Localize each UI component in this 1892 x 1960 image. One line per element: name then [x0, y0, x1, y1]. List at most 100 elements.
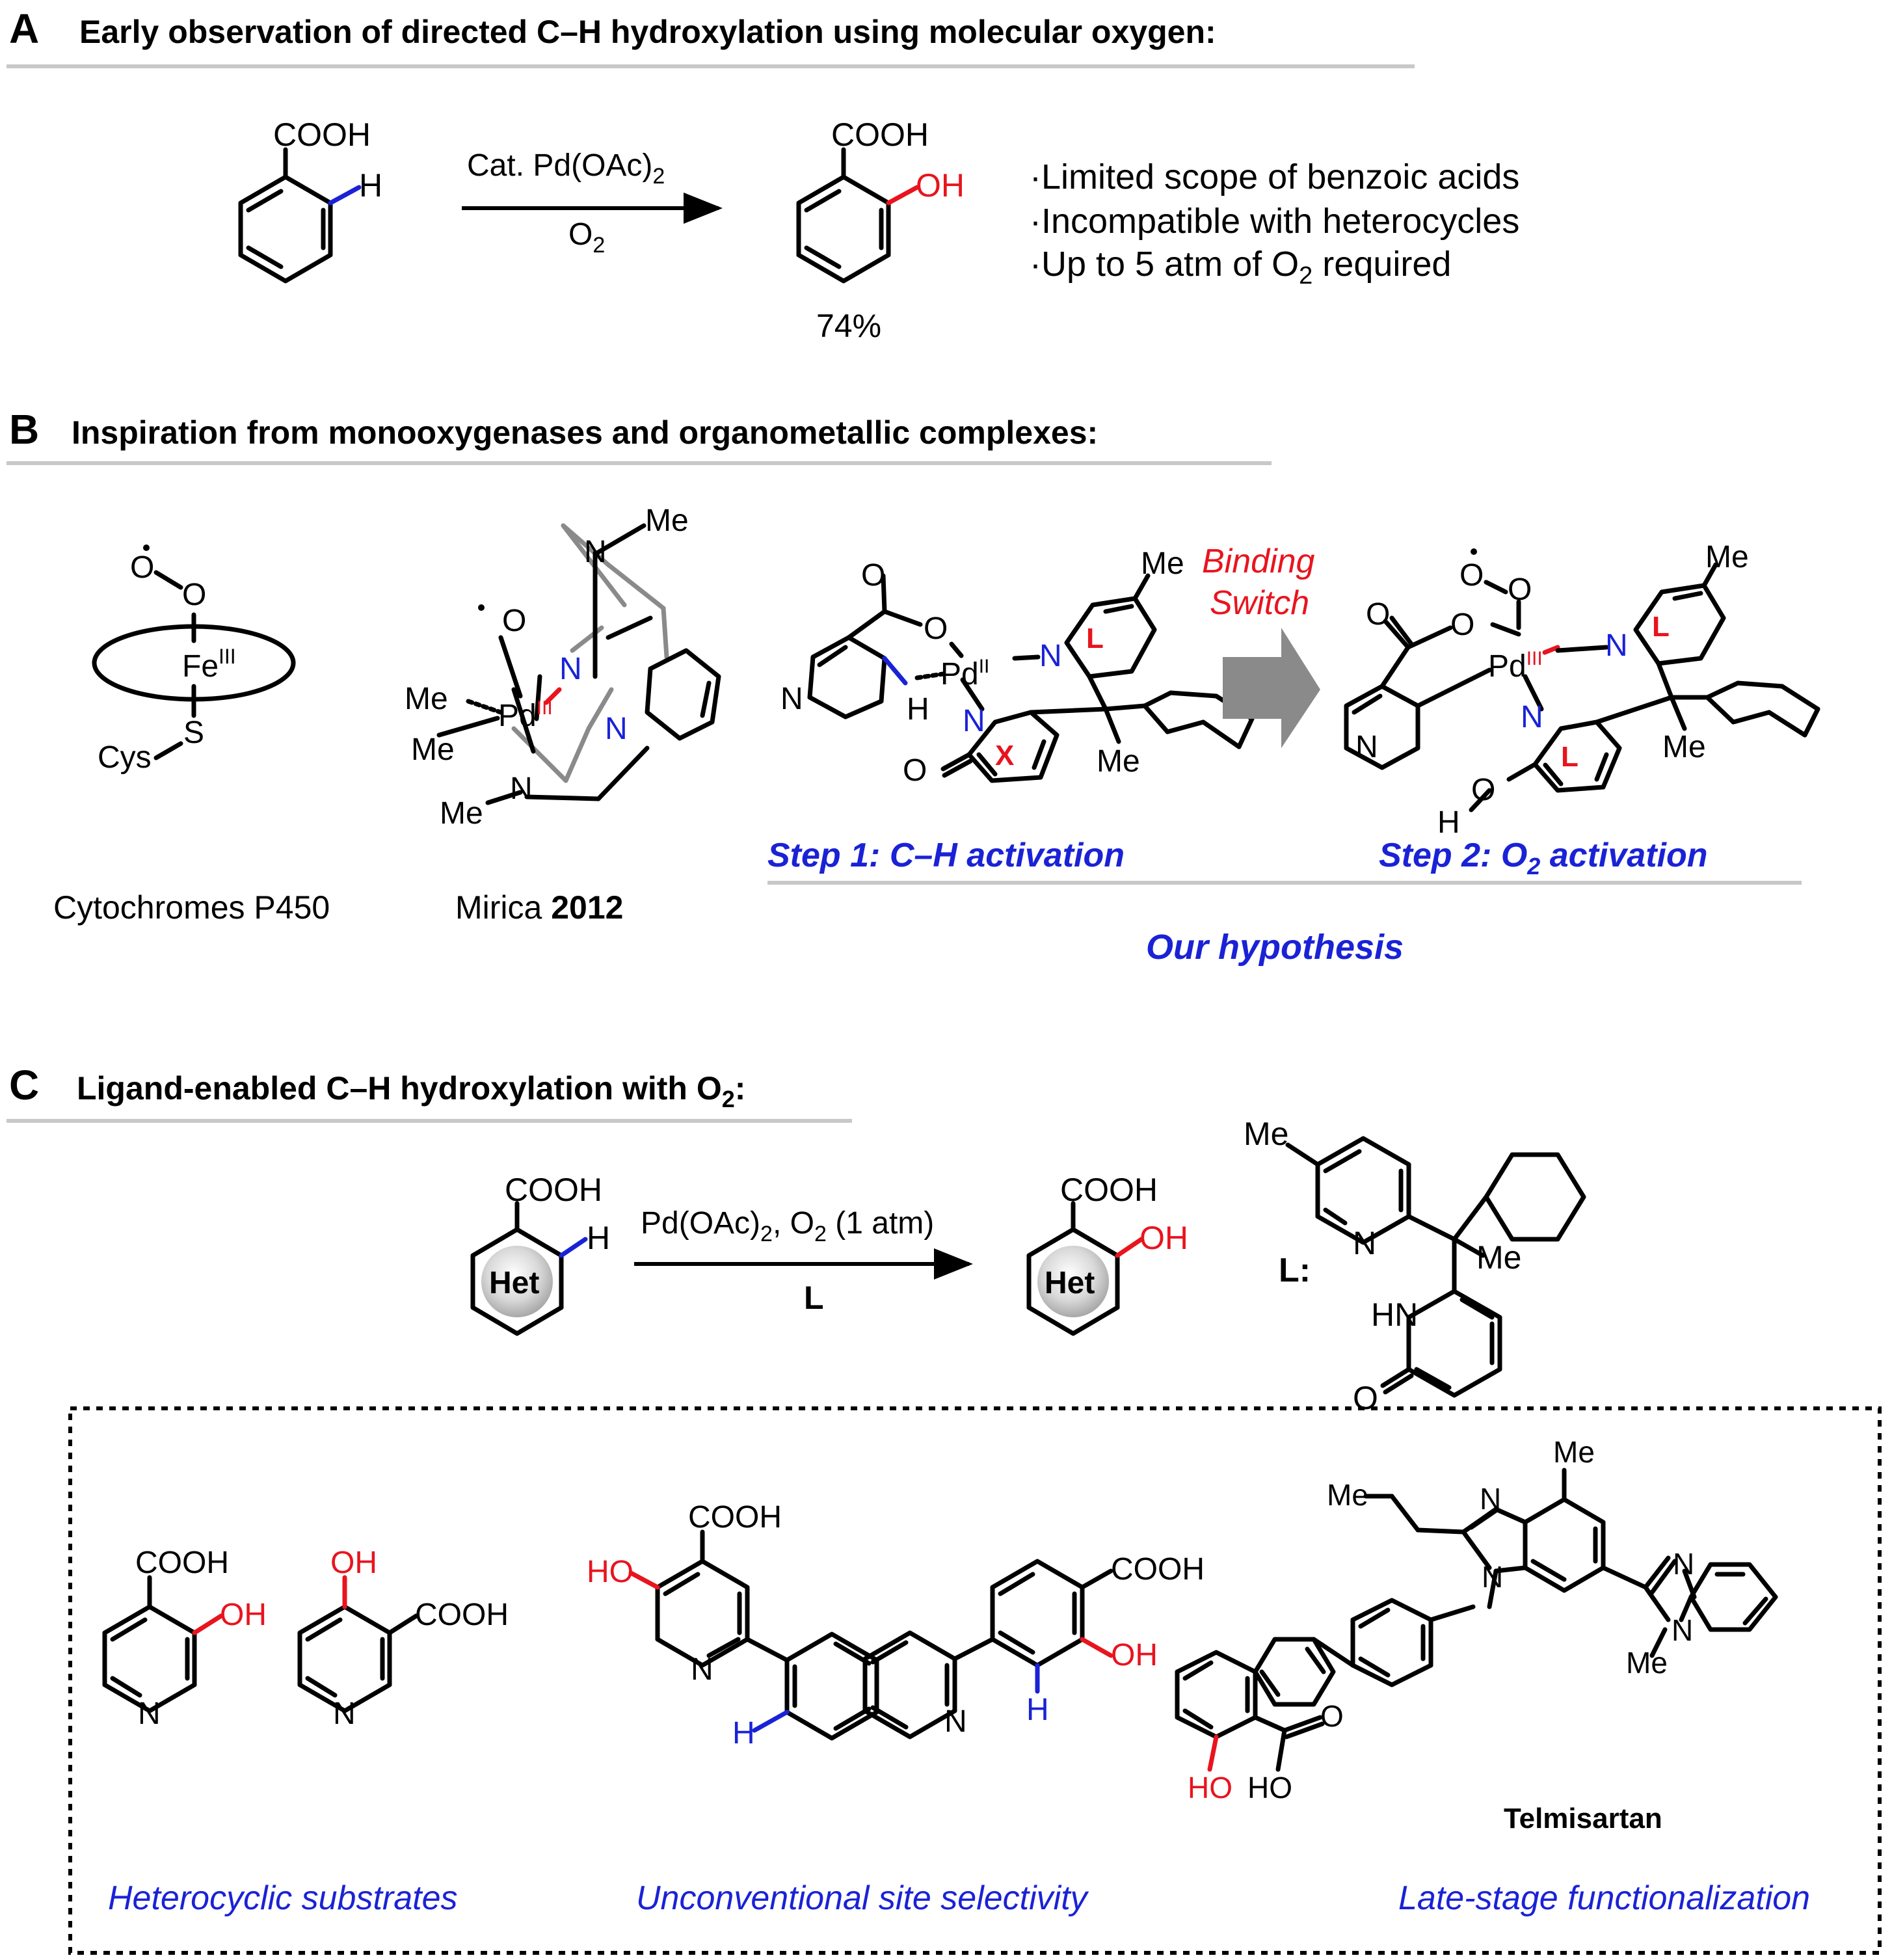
ex3-cooh: COOH [688, 1500, 782, 1535]
hypothesis-label: Our hypothesis [1146, 928, 1404, 967]
limitations-list: ·Limited scope of benzoic acids ·Incompa… [1030, 157, 1519, 289]
reagent-top-a: Cat. Pd(OAc)2 [467, 148, 665, 189]
step2-me: Me [1662, 730, 1706, 764]
mirica-complex: Me N O N Me PdIII N Me N Me Mirica 2012 [405, 503, 721, 926]
reactant-cooh: COOH [273, 116, 371, 153]
ligand-structure: Me N Me HN O L: [1244, 1116, 1586, 1416]
p450-cys: Cys [98, 740, 152, 775]
product-c-cooh: COOH [1060, 1172, 1158, 1208]
salicylic-acid: COOH OH 74% [796, 116, 965, 344]
step2-n-pyr: N [1355, 730, 1378, 764]
step2-complex: O O O O N PdIII N L Me N L O H Me Step 2… [1344, 540, 1820, 879]
step1-me: Me [1097, 744, 1140, 779]
telmi-ho2: HO [1247, 1771, 1292, 1805]
step2-n-lig: N [1605, 628, 1628, 663]
scope-box [68, 1406, 1882, 1955]
limitation-1: ·Limited scope of benzoic acids [1030, 157, 1519, 196]
ex3-n: N [691, 1652, 713, 1687]
ex1-cooh: COOH [135, 1546, 229, 1580]
step1-h: H [907, 692, 929, 727]
step2-me-top: Me [1705, 540, 1749, 574]
step2-o4: O [1450, 608, 1474, 642]
step1-o-x: O [903, 753, 927, 788]
telmi-me-top: Me [1553, 1435, 1595, 1469]
caption-site: Unconventional site selectivity [636, 1879, 1089, 1917]
telmi-me-prop: Me [1327, 1478, 1368, 1512]
mirica-n-blue2: N [605, 712, 628, 746]
example-2: OH COOH N [297, 1546, 509, 1731]
caption-heterocyclic: Heterocyclic substrates [108, 1879, 458, 1917]
telmi-ho: HO [1188, 1771, 1232, 1805]
telmi-n2: N [1482, 1560, 1503, 1594]
step1-n-lig: N [1039, 639, 1062, 673]
step1-me-top: Me [1141, 546, 1184, 581]
yield-label: 74% [816, 308, 881, 344]
p450-s: S [183, 716, 204, 750]
telmi-n4: N [1672, 1613, 1693, 1647]
step2-n-l2: N [1521, 700, 1543, 734]
mirica-caption: Mirica 2012 [455, 889, 623, 926]
section-a-title: Early observation of directed C–H hydrox… [79, 14, 1216, 50]
het-product: COOH OH Het [1026, 1172, 1188, 1336]
reactant-c-cooh: COOH [505, 1172, 602, 1208]
mirica-n-blue1: N [559, 652, 582, 686]
p450-o1: O [130, 550, 154, 585]
step1-o-bound: O [924, 611, 948, 646]
reactant-h: H [359, 167, 382, 204]
step2-pd: PdIII [1488, 648, 1543, 684]
ligand-label: L: [1279, 1252, 1311, 1289]
ligand-n-top: N [1353, 1225, 1376, 1261]
step2-o3: O [1366, 597, 1390, 632]
ex4-h: H [1026, 1693, 1049, 1727]
p450-structure: O O FeIII S Cys Cytochromes P450 [53, 544, 330, 926]
reactant-c-h: H [587, 1220, 610, 1256]
product-oh: OH [916, 167, 965, 204]
ligand-o: O [1353, 1380, 1378, 1416]
section-a: A Early observation of directed C–H hydr… [7, 5, 1519, 344]
ex2-cooh: COOH [415, 1598, 509, 1632]
telmi-n3: N [1673, 1547, 1694, 1581]
ligand-me: Me [1476, 1239, 1521, 1276]
p450-fe: FeIII [182, 645, 236, 684]
section-b-letter: B [9, 406, 39, 453]
telmi-n1: N [1480, 1482, 1501, 1516]
mirica-me-bottom: Me [440, 796, 483, 831]
step2-caption: Step 2: O2 activation [1379, 837, 1707, 879]
mirica-n-bottom: N [510, 772, 533, 806]
ligand-hn: HN [1371, 1296, 1418, 1333]
section-b-title: Inspiration from monooxygenases and orga… [72, 414, 1098, 451]
step1-l-label: L [1086, 623, 1104, 654]
reagent-bottom-a: O2 [568, 217, 605, 258]
mirica-o: O [502, 604, 526, 638]
step1-n-pyr: N [780, 682, 803, 716]
mirica-me-top: Me [645, 503, 689, 538]
caption-late: Late-stage functionalization [1398, 1879, 1810, 1917]
switch-label-2: Switch [1210, 584, 1309, 622]
section-b: B Inspiration from monooxygenases and or… [7, 406, 1820, 967]
step2-o1: O [1459, 558, 1484, 593]
section-c: C Ligand-enabled C–H hydroxylation with … [7, 1062, 1882, 1955]
ligand-me-top: Me [1244, 1116, 1288, 1152]
ex1-n: N [138, 1697, 161, 1731]
reactant-c-het: Het [489, 1266, 539, 1300]
example-4: COOH OH N H [862, 1552, 1205, 1739]
het-reactant: COOH H Het [470, 1172, 610, 1336]
step1-x-label: X [995, 740, 1014, 772]
ex2-oh: OH [330, 1546, 377, 1580]
step1-pd: PdII [940, 656, 989, 691]
mirica-me2: Me [411, 732, 455, 767]
mirica-n-top: N [584, 535, 607, 569]
reagent-bottom-c: L [804, 1280, 824, 1316]
step1-n-x: N [963, 704, 985, 738]
telmi-me-n: Me [1626, 1646, 1668, 1680]
section-c-letter: C [9, 1062, 39, 1108]
binding-switch: Binding Switch [1202, 543, 1320, 748]
step2-l-label: L [1652, 611, 1670, 643]
step1-o-carbonyl: O [861, 558, 885, 593]
product-c-oh: OH [1139, 1220, 1188, 1256]
ex4-oh: OH [1111, 1638, 1158, 1672]
ex3-ho: HO [587, 1555, 633, 1589]
ex3-h: H [732, 1716, 755, 1751]
step2-l2-label: L [1561, 741, 1579, 773]
p450-o2: O [182, 578, 206, 612]
